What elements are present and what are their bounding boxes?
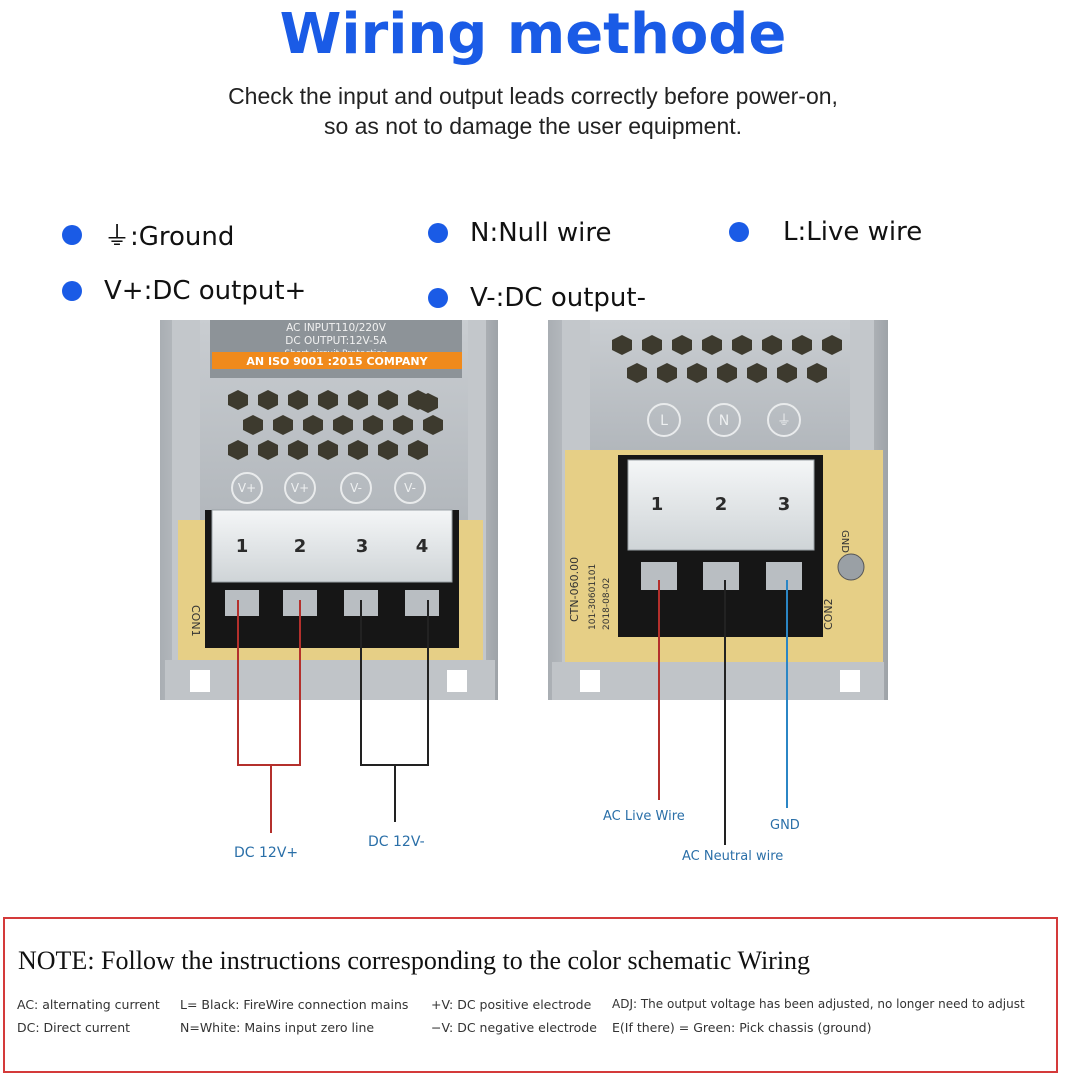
board-code-1: CTN-060.00 (568, 557, 581, 622)
spec-line-2: DC OUTPUT:12V-5A (285, 335, 387, 347)
terminal-number-1: 1 (651, 494, 664, 515)
def-dc: DC: Direct current (17, 1020, 131, 1035)
terminal-number-3: 3 (778, 494, 791, 515)
terminal-mark-l: L (660, 413, 668, 429)
iso-badge (212, 352, 462, 369)
legend-null-wire-label: N:Null wire (470, 218, 612, 248)
terminal-mark-1: V+ (238, 481, 256, 495)
terminal-mark-ground: ⏚ (777, 413, 791, 429)
terminal-mark-3: V- (350, 481, 362, 495)
terminal-mark-2: V+ (291, 481, 309, 495)
ac-wires (658, 580, 788, 845)
terminal-number-3: 3 (356, 536, 369, 557)
gnd-silk-label: GND (839, 530, 850, 553)
gnd-label: GND (770, 818, 800, 833)
wiring-diagram: AC INPUT110/220V DC OUTPUT:12V-5A Short … (160, 320, 888, 845)
ac-live-label: AC Live Wire (603, 809, 685, 824)
iso-badge-text: AN ISO 9001 :2015 COMPANY (246, 355, 428, 368)
legend-dc-minus-label: V-:DC output- (470, 283, 646, 313)
bullet-icon (62, 281, 82, 301)
subtitle-line-2: so as not to damage the user equipment. (323, 113, 743, 139)
def-n: N=White: Mains input zero line (180, 1020, 375, 1035)
terminal-cover (627, 459, 815, 551)
def-adj: ADJ: The output voltage has been adjuste… (612, 997, 1025, 1011)
board-code-2: 101-30601101 (588, 564, 598, 630)
dc-plus-label: DC 12V+ (234, 845, 299, 861)
terminal-number-2: 2 (715, 494, 728, 515)
legend-dc-minus: V-:DC output- (428, 283, 646, 313)
subtitle-line-1: Check the input and output leads correct… (228, 83, 838, 109)
bullet-icon (428, 288, 448, 308)
legend-live-wire: L:Live wire (729, 217, 922, 247)
terminal-cover (211, 509, 453, 583)
legend-live-wire-label: L:Live wire (783, 217, 923, 247)
def-l: L= Black: FireWire connection mains (180, 997, 409, 1012)
def-plus-v: +V: DC positive electrode (431, 997, 592, 1012)
terminal-number-2: 2 (294, 536, 307, 557)
terminal-number-1: 1 (236, 536, 249, 557)
terminal-screws (641, 562, 802, 590)
note-box (3, 917, 1058, 1073)
dc-minus-label: DC 12V- (368, 834, 425, 850)
board-label: CON2 (822, 598, 835, 630)
legend-dc-plus-label: V+:DC output+ (104, 276, 307, 306)
legend-ground-label: ⏚:Ground (104, 222, 235, 252)
ac-neutral-label: AC Neutral wire (682, 849, 784, 864)
legend-ground: ⏚:Ground (62, 216, 234, 253)
bullet-icon (428, 223, 448, 243)
terminal-mark-4: V- (404, 481, 416, 495)
note-title: NOTE: Follow the instructions correspond… (18, 946, 811, 975)
board-label: CON1 (189, 605, 202, 637)
dc-wires (237, 600, 429, 833)
def-minus-v: −V: DC negative electrode (431, 1020, 597, 1035)
board-code-3: 2018-08-02 (602, 578, 612, 630)
ground-screw-icon (837, 553, 865, 581)
def-e: E(If there) = Green: Pick chassis (groun… (612, 1020, 872, 1035)
legend-dc-plus: V+:DC output+ (62, 276, 306, 306)
terminal-number-4: 4 (416, 536, 429, 557)
def-ac: AC: alternating current (17, 997, 160, 1012)
right-power-supply: L N ⏚ CTN-060.00 101-30601101 2018-08-02… (548, 320, 888, 700)
vent-holes (612, 335, 842, 383)
left-power-supply: AC INPUT110/220V DC OUTPUT:12V-5A Short … (160, 320, 498, 700)
bullet-icon (62, 224, 82, 245)
terminal-mark-n: N (719, 413, 729, 429)
page-title: Wiring methode (279, 2, 787, 67)
legend-null-wire: N:Null wire (428, 218, 611, 248)
spec-line-1: AC INPUT110/220V (286, 322, 387, 334)
vent-holes (228, 390, 443, 460)
bullet-icon (729, 222, 749, 242)
